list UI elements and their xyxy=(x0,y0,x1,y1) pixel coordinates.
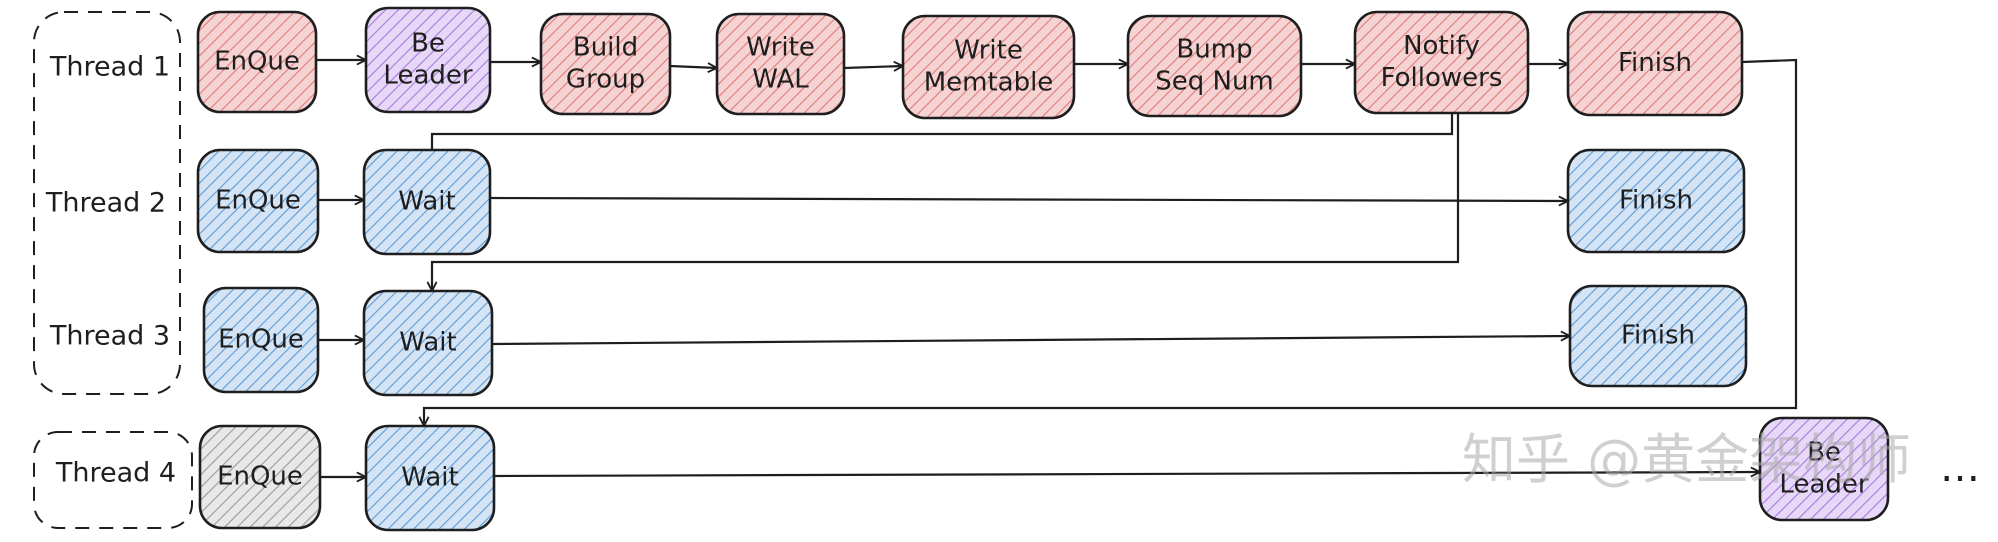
node-box xyxy=(362,148,492,256)
thread-group-frame xyxy=(33,11,181,395)
node-label: Leader xyxy=(383,61,472,91)
node-t1-finish: Finish xyxy=(1566,10,1744,117)
nodes: EnQueBeLeaderBuildGroupWriteWALWriteMemt… xyxy=(196,6,1890,532)
trailing-ellipsis: … xyxy=(1940,445,1980,491)
edges xyxy=(316,58,1798,477)
node-label: WAL xyxy=(752,65,809,95)
node-label: EnQue xyxy=(217,462,303,492)
node-label: Finish xyxy=(1619,186,1693,216)
thread-2-label: Thread 2 xyxy=(45,188,166,219)
node-box xyxy=(364,424,496,532)
edge-t4-wait-to-be-leader xyxy=(493,472,1760,476)
node-label: Wait xyxy=(398,187,455,217)
node-label: Build xyxy=(573,33,638,63)
node-box xyxy=(1566,10,1744,117)
node-label: EnQue xyxy=(215,186,301,216)
node-t1-enque: EnQue xyxy=(196,10,318,114)
node-t3-wait: Wait xyxy=(362,289,494,397)
node-label: EnQue xyxy=(214,47,300,77)
thread-4-frame xyxy=(33,431,193,529)
edge-t3-wait-to-finish xyxy=(491,336,1570,346)
edge-t1-write-wal-to-write-memtable xyxy=(843,66,903,68)
thread-4-label: Thread 4 xyxy=(55,458,176,489)
node-box xyxy=(1758,416,1890,522)
edge-notify-to-t3-wait xyxy=(432,113,1460,291)
node-t2-wait: Wait xyxy=(362,148,492,256)
node-label: Write xyxy=(746,33,815,63)
node-label: Seq Num xyxy=(1155,67,1274,97)
node-label: Write xyxy=(954,36,1023,66)
node-box xyxy=(1566,148,1746,254)
thread-1-label: Thread 1 xyxy=(49,52,170,83)
node-t4-enque: EnQue xyxy=(198,424,322,530)
node-box xyxy=(1353,10,1530,115)
node-t4-wait: Wait xyxy=(364,424,496,532)
edge-t1-finish-to-t4-wait xyxy=(424,58,1798,426)
node-t2-finish: Finish xyxy=(1566,148,1746,254)
node-label: EnQue xyxy=(218,325,304,355)
node-label: Finish xyxy=(1621,321,1695,351)
node-box xyxy=(1126,14,1303,118)
edge-t1-build-group-to-write-wal xyxy=(669,66,717,68)
node-box xyxy=(364,6,492,114)
node-label: Followers xyxy=(1381,63,1503,93)
node-label: Wait xyxy=(399,328,456,358)
thread-3-label: Thread 3 xyxy=(49,321,170,352)
node-box xyxy=(198,424,322,530)
node-label: Leader xyxy=(1779,470,1868,500)
node-t2-enque: EnQue xyxy=(196,148,320,254)
node-label: Memtable xyxy=(924,68,1054,98)
node-box xyxy=(202,286,320,394)
node-label: Be xyxy=(1807,438,1841,468)
edge-notify-to-t2-wait xyxy=(432,113,1454,164)
node-box xyxy=(196,148,320,254)
node-box xyxy=(1568,284,1748,388)
node-label: Finish xyxy=(1618,48,1692,78)
node-label: Wait xyxy=(401,463,458,493)
node-box xyxy=(196,10,318,114)
node-label: Group xyxy=(566,65,645,95)
watermark-text: 知乎 @黄金架构师 xyxy=(1462,428,1911,491)
node-label: Notify xyxy=(1403,31,1480,61)
edge-t2-wait-to-finish xyxy=(489,198,1568,201)
node-t3-enque: EnQue xyxy=(202,286,320,394)
node-label: Be xyxy=(411,29,445,59)
node-t3-finish: Finish xyxy=(1568,284,1748,388)
node-label: Bump xyxy=(1176,35,1252,65)
node-box xyxy=(362,289,494,397)
node-box xyxy=(715,12,846,116)
node-box xyxy=(901,14,1076,120)
node-box xyxy=(539,12,672,116)
thread-lanes: Thread 1 Thread 2 Thread 3 Thread 4 xyxy=(33,11,193,529)
